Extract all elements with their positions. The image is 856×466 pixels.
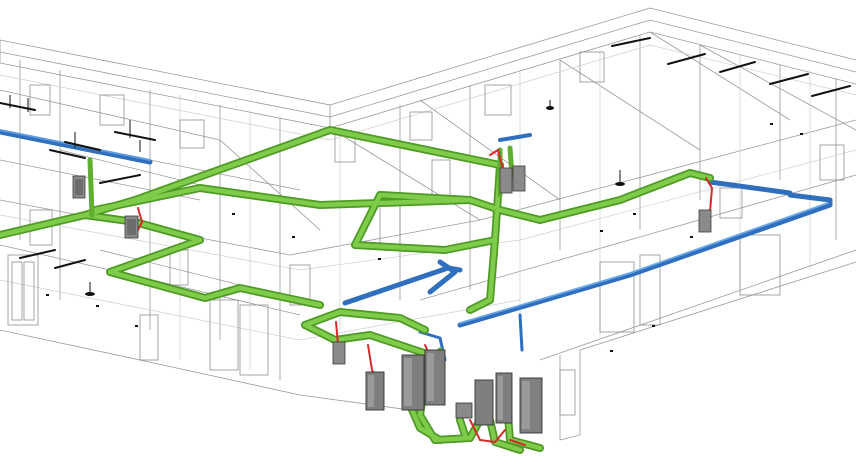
building-wireframe-light — [0, 44, 856, 370]
electrical-cabinets — [72, 165, 712, 434]
cabinet-small-mid — [124, 215, 139, 239]
red-feed-lines — [137, 148, 714, 446]
ceiling-light-fixtures — [0, 37, 851, 269]
cabinet-group-right — [455, 372, 543, 434]
cabinet-tall-c — [424, 349, 446, 406]
small-fixtures — [46, 106, 803, 352]
cabinet-small-left — [72, 175, 86, 199]
cable-tray-network — [0, 126, 714, 454]
cabinet-pair-upper — [499, 165, 526, 194]
cabinet-tall-b — [401, 354, 425, 411]
pendant-drops — [9, 95, 621, 292]
cabinet-small-lower — [332, 341, 346, 365]
cabinet-small-right — [698, 209, 712, 233]
cabinet-tall-a — [365, 371, 385, 411]
